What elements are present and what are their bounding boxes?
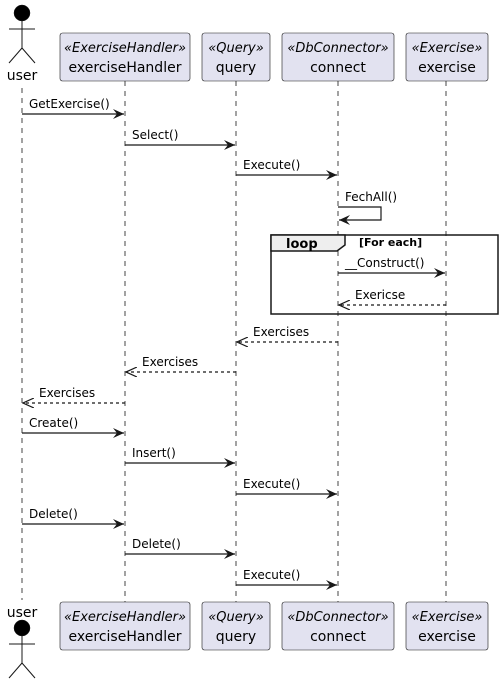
message-2: Select(): [125, 128, 235, 150]
participant-stereotype: «ExerciseHandler»: [64, 610, 186, 625]
loop-keyword: loop: [286, 237, 318, 252]
message-15: Execute(): [236, 568, 337, 590]
participant-exercise-bottom: «Exercise» exercise: [405, 601, 489, 651]
participant-name: query: [216, 60, 256, 76]
actor-head: [13, 4, 31, 22]
message-4: FechAll(): [338, 190, 397, 225]
message-label: Delete(): [132, 537, 181, 551]
participant-name: connect: [310, 60, 366, 76]
message-label: Execute(): [243, 158, 300, 172]
participant-stereotype: «Query»: [208, 41, 264, 56]
message-arrow: [338, 206, 382, 225]
message-14: Delete(): [125, 537, 235, 559]
participant-name: exercise: [418, 629, 476, 645]
participant-stereotype: «Exercise»: [412, 610, 483, 625]
stick-figure-icon: [8, 619, 36, 679]
message-11: Insert(): [125, 446, 235, 468]
participant-exerciseHandler-top: «ExerciseHandler» exerciseHandler: [59, 32, 191, 82]
message-1: GetExercise(): [22, 97, 124, 119]
message-12: Execute(): [236, 477, 337, 499]
message-label: Delete(): [29, 507, 78, 521]
participant-query-bottom: «Query» query: [201, 601, 271, 651]
participant-name: exerciseHandler: [69, 60, 182, 76]
actor-leg-right: [21, 662, 36, 679]
message-label: Execute(): [243, 568, 300, 582]
participant-stereotype: «Query»: [208, 610, 264, 625]
participant-box: [405, 32, 489, 82]
participant-box: [405, 601, 489, 651]
participant-name: query: [216, 629, 256, 645]
message-label: Exercises: [253, 325, 309, 339]
message-label: Exericse: [355, 288, 405, 302]
message-label: Select(): [132, 128, 178, 142]
participant-connect-bottom: «DbConnector» connect: [281, 601, 395, 651]
actor-label: user: [7, 68, 38, 84]
message-9: Exercises: [23, 386, 125, 403]
actor-leg-right: [21, 47, 36, 64]
participant-stereotype: «DbConnector»: [287, 41, 388, 56]
loop-frame: [270, 234, 499, 315]
message-label: Insert(): [132, 446, 176, 460]
message-label: FechAll(): [345, 190, 397, 204]
actor-leg-left: [8, 662, 23, 679]
participant-connect-top: «DbConnector» connect: [281, 32, 395, 82]
participant-name: exercise: [418, 60, 476, 76]
participant-query-top: «Query» query: [201, 32, 271, 82]
loop-fragment: loop [For each]: [270, 234, 499, 315]
message-13: Delete(): [22, 507, 124, 529]
message-label: GetExercise(): [29, 97, 110, 111]
participant-stereotype: «Exercise»: [412, 41, 483, 56]
participant-box: [281, 601, 395, 651]
message-label: Execute(): [243, 477, 300, 491]
message-10: Create(): [22, 416, 124, 438]
message-7: Exercises: [237, 325, 338, 342]
loop-condition: [For each]: [359, 236, 422, 249]
participant-stereotype: «DbConnector»: [287, 610, 388, 625]
message-6: Exericse: [339, 288, 446, 305]
loop-tab: [270, 234, 346, 252]
message-3: Execute(): [236, 158, 337, 180]
message-label: Exercises: [39, 386, 95, 400]
participant-box: [59, 601, 191, 651]
participant-stereotype: «ExerciseHandler»: [64, 41, 186, 56]
message-label: Exercises: [142, 355, 198, 369]
participant-box: [201, 32, 271, 82]
participant-box: [201, 601, 271, 651]
message-label: Create(): [29, 416, 78, 430]
actor-head: [13, 619, 31, 637]
participant-exerciseHandler-bottom: «ExerciseHandler» exerciseHandler: [59, 601, 191, 651]
actor-user-bottom: user: [7, 605, 38, 679]
participant-name: connect: [310, 629, 366, 645]
actor-leg-left: [8, 47, 23, 64]
actor-user-top: user: [7, 4, 38, 84]
actor-label: user: [7, 605, 38, 621]
participant-box: [59, 32, 191, 82]
participant-exercise-top: «Exercise» exercise: [405, 32, 489, 82]
participant-box: [281, 32, 395, 82]
message-5: __Construct(): [338, 256, 445, 278]
message-8: Exercises: [126, 355, 236, 372]
participant-name: exerciseHandler: [69, 629, 182, 645]
stick-figure-icon: [8, 4, 36, 64]
message-label: __Construct(): [344, 256, 425, 270]
